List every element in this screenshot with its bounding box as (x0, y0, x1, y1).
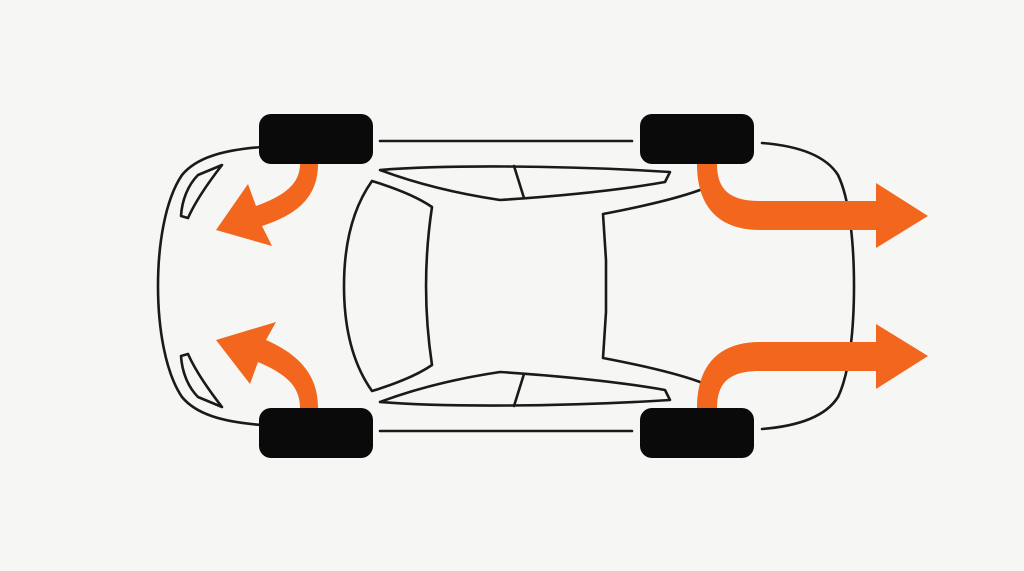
arrow-rear-bottom (697, 324, 928, 408)
car-rear-outline (760, 141, 856, 431)
car-body (156, 139, 856, 433)
window-pillar-top (512, 164, 526, 200)
car-nose-outline (156, 145, 264, 427)
side-window-top (378, 165, 672, 202)
window-pillar-bottom (512, 372, 526, 408)
windshield (342, 179, 434, 393)
side-window-bottom (378, 370, 672, 407)
arrow-front-bottom (216, 322, 318, 408)
wheel-rear-left (259, 408, 373, 458)
arrow-rear-top (697, 164, 928, 248)
wheel-front-left (259, 114, 373, 164)
wheel-rear-right (640, 408, 754, 458)
airflow-arrows (216, 164, 928, 408)
roof-rear-window (601, 188, 702, 384)
headlight-left (179, 163, 224, 220)
wheel-front-right (640, 114, 754, 164)
wheels (259, 114, 754, 458)
headlight-right (179, 352, 224, 409)
arrow-front-top (216, 164, 318, 246)
